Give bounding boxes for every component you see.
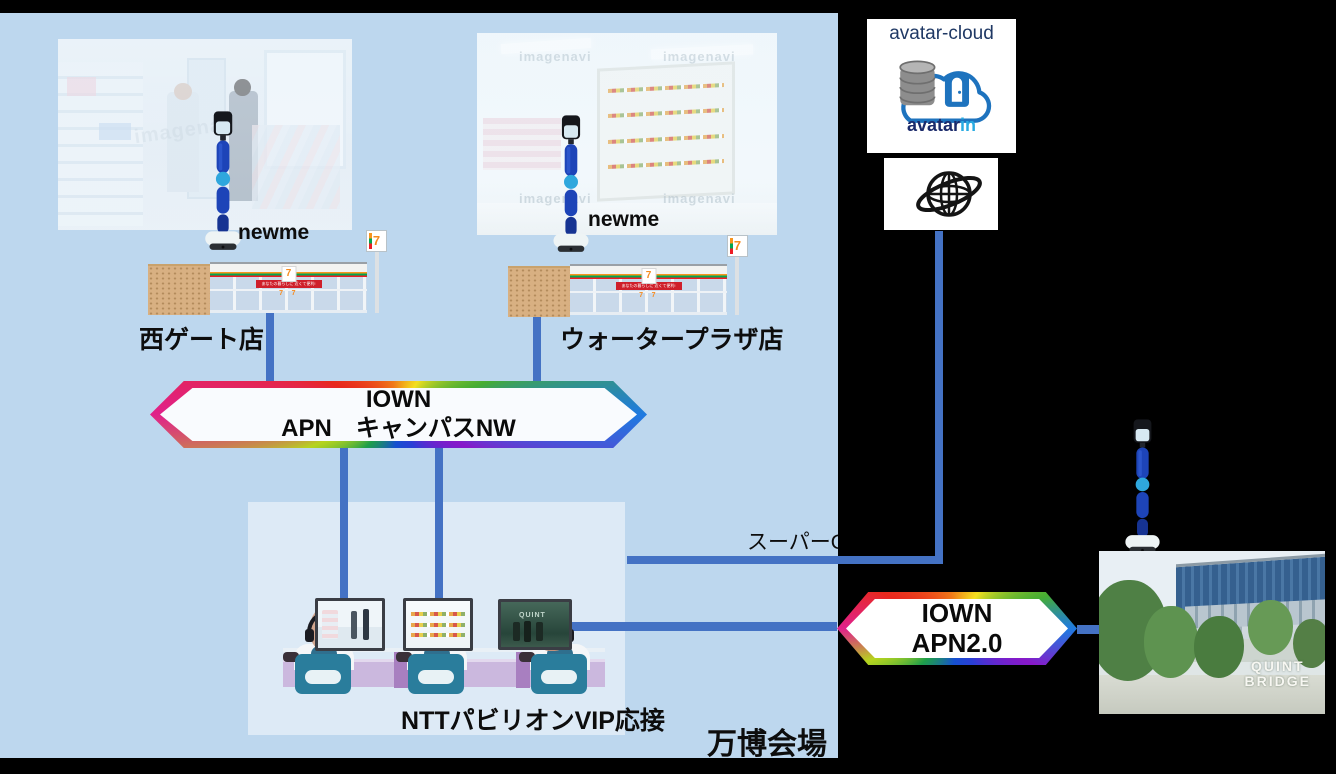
monitor-figure — [524, 620, 531, 642]
store-illustration-west-gate: 7 7 あなたの暮らしに 近くて便利! 7 — [148, 262, 367, 315]
photo-watermark: imagenavi — [663, 49, 736, 64]
store-door-logo: 7 — [291, 290, 296, 297]
store-door-logo: 7 — [639, 292, 643, 299]
tree — [1144, 606, 1199, 679]
connector-campus-to-monitor1 — [340, 445, 348, 601]
monitor-shelf — [321, 610, 339, 639]
store-banner: あなたの暮らしに 近くて便利! — [255, 280, 322, 288]
quintbridge-sign-top: QUINT — [1250, 658, 1305, 674]
monitor-shelf-row — [411, 632, 465, 637]
connector-globe-vertical — [935, 231, 943, 564]
chair-inset — [541, 670, 577, 684]
connector-waterplaza-to-campus — [533, 314, 541, 383]
operator-chair — [408, 654, 464, 694]
store-illustration-water-plaza: 7 7 あなたの暮らしに 近くて便利! 7 — [508, 264, 727, 317]
super-ocn-link-label: スーパーOC — [747, 531, 838, 554]
tree — [1248, 599, 1294, 656]
newme-label-west: newme — [238, 221, 310, 244]
operator-controller — [519, 652, 535, 662]
store-photo-west-gate: imagenavi — [58, 39, 352, 230]
avatarin-logo-avatar: avatar — [906, 115, 961, 135]
internet-globe-box — [884, 158, 998, 230]
building-plaza — [1099, 674, 1325, 714]
newme-label-water: newme — [588, 208, 660, 231]
apn20-line1: IOWN — [921, 597, 993, 628]
photo-floor — [477, 202, 777, 235]
apn20-line2: APN2.0 — [911, 627, 1003, 658]
chair-inset — [305, 670, 341, 684]
store-building: 7 7 あなたの暮らしに 近くて便利! 7 — [210, 262, 367, 313]
operator-headset-cup — [305, 629, 314, 642]
campus-network-line1: IOWN — [365, 385, 432, 413]
store-sill — [210, 310, 367, 313]
store-transom — [570, 291, 727, 293]
monitor-figure — [536, 622, 544, 642]
monitor-water-plaza-feed — [403, 598, 473, 651]
tree — [1193, 616, 1244, 679]
monitor-west-gate-feed — [315, 598, 385, 651]
quintbridge-building-photo: QUINT BRIDGE — [1099, 551, 1325, 714]
connector-westgate-to-campus — [266, 313, 274, 383]
connector-campus-to-monitor2 — [435, 445, 443, 601]
newme-robot-quintbridge — [1121, 418, 1164, 555]
monitor-quintbridge-feed: QUINT — [498, 599, 572, 650]
store-glass-front: 7 7 — [210, 277, 367, 313]
apn20-network-node: IOWN APN2.0 — [837, 592, 1077, 665]
monitor-figure — [362, 609, 369, 640]
campus-network-body: IOWN APN キャンパスNW — [160, 388, 637, 441]
monitor-figure — [351, 611, 358, 639]
monitor-figure — [513, 622, 521, 642]
connector-apn20-to-building — [1077, 625, 1101, 634]
store-door-logo: 7 — [651, 292, 656, 299]
store-sign-pole-water — [735, 256, 739, 315]
avatar-cloud-box: avatar-cloud avatarin — [867, 19, 1016, 153]
store-building: 7 7 あなたの暮らしに 近くて便利! 7 — [570, 264, 727, 315]
store-door-logo: 7 — [279, 290, 283, 297]
seven-eleven-sign-water: 7 — [727, 235, 748, 257]
photo-wash-overlay — [477, 33, 777, 235]
photo-watermark: imagenavi — [663, 191, 736, 206]
store-transom — [210, 289, 367, 291]
campus-network-node: IOWN APN キャンパスNW — [150, 381, 647, 448]
store-banner: あなたの暮らしに 近くて便利! — [615, 282, 682, 290]
photo-watermark: imagenavi — [519, 49, 592, 64]
monitor-screen — [501, 602, 569, 647]
store-sign-pole-west — [375, 251, 379, 313]
avatarin-logo-in: in — [960, 115, 977, 135]
apn20-body: IOWN APN2.0 — [846, 599, 1068, 658]
monitor-shelf-row — [411, 612, 465, 617]
operator-chair — [531, 654, 587, 694]
globe-icon — [909, 162, 989, 226]
store-label-west-gate: 西ゲート店 — [139, 326, 265, 354]
operator-chair — [295, 654, 351, 694]
store-brick-wall — [148, 264, 210, 315]
chair-inset — [418, 670, 454, 684]
newme-robot-water — [549, 114, 593, 254]
vip-room-label: NTTパビリオンVIP応接 — [401, 707, 665, 735]
store-brick-wall — [508, 266, 570, 317]
store-facade-logo: 7 — [641, 268, 656, 284]
avatarin-logo: avatarin — [867, 115, 1016, 136]
expo-venue-label: 万博会場 — [707, 728, 827, 761]
quintbridge-sign: QUINT BRIDGE — [1245, 659, 1311, 689]
photo-wash-overlay — [58, 39, 352, 230]
monitor-quint-sign: QUINT — [519, 612, 546, 619]
campus-network-line2: APN キャンパスNW — [281, 414, 516, 442]
connector-vip-to-apn20 — [566, 622, 837, 631]
store-photo-water-plaza: imagenavi imagenavi imagenavi imagenavi — [477, 33, 777, 235]
seven-eleven-sign-west: 7 — [366, 230, 387, 252]
store-facade-logo: 7 — [281, 266, 296, 282]
store-label-water-plaza: ウォータープラザ店 — [560, 326, 784, 354]
monitor-shelf-row — [411, 622, 465, 627]
operator-controller — [283, 652, 299, 662]
operator-controller — [396, 652, 412, 662]
store-sill — [570, 312, 727, 315]
quintbridge-sign-bottom: BRIDGE — [1244, 673, 1311, 689]
connector-vip-to-globe — [627, 556, 943, 564]
photo-low-shelf — [483, 117, 561, 171]
avatar-cloud-title: avatar-cloud — [889, 23, 994, 44]
tree — [1293, 619, 1325, 669]
